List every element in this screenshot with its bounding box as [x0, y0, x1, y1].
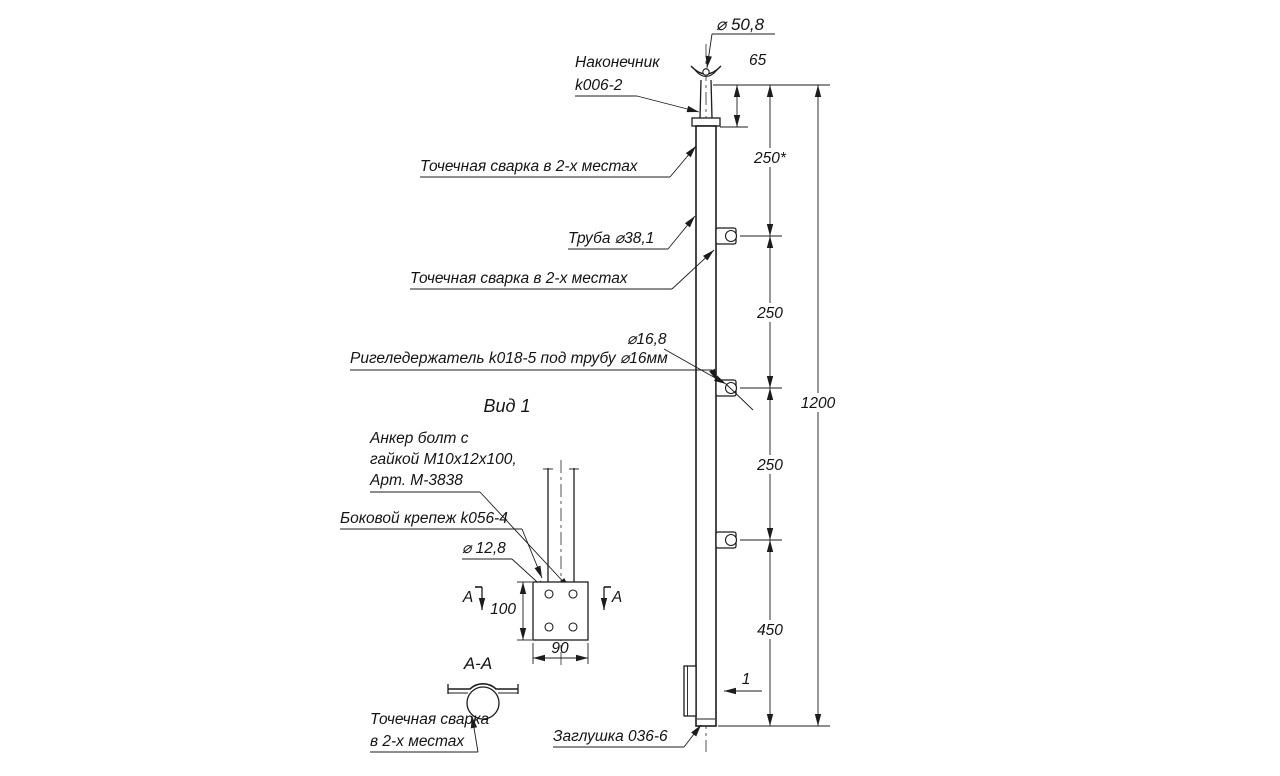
- dim-text-100: 100: [490, 601, 516, 618]
- dim-text-65: 65: [749, 52, 767, 69]
- plate-hole-tr: [568, 589, 578, 599]
- leader-weld-section: [470, 715, 479, 753]
- leader-side-fastener: [521, 528, 543, 579]
- view1-title: Вид 1: [484, 396, 531, 416]
- dim-label-bg: [752, 620, 788, 639]
- label-end-plug: Заглушка 036-6: [553, 728, 668, 745]
- view1-mount-plate: [532, 581, 589, 641]
- dim-text-250star: 250*: [753, 150, 787, 167]
- holder-hole: [724, 229, 738, 243]
- dim-text-1200: 1200: [801, 395, 836, 412]
- leader-holder: [709, 368, 718, 382]
- dim-text-250b: 250: [756, 457, 783, 474]
- leader-weld-mid: [671, 249, 715, 290]
- finial-saddle-inner: [694, 69, 718, 78]
- finial-stem: [699, 79, 713, 119]
- label-weld-section-line1: Точечная сварка: [370, 711, 489, 728]
- leader-dia-holder-ext: [725, 383, 754, 411]
- label-tube: Труба ⌀38,1: [568, 230, 654, 247]
- leader-weld-top: [669, 145, 697, 178]
- label-anchor-line1: Анкер болт с: [369, 430, 469, 447]
- leader-cap: [636, 95, 700, 113]
- dim-text-250a: 250: [756, 305, 783, 322]
- plate-hole-bl: [544, 622, 554, 632]
- side-fastener-channel: [683, 665, 697, 717]
- dim-label-bg: [752, 303, 788, 322]
- dim-label-bg: [796, 393, 840, 412]
- section-tube-circle: [466, 686, 500, 720]
- dim-text-450: 450: [757, 622, 783, 639]
- label-dia-holder: ⌀16,8: [627, 331, 667, 348]
- section-title: А-А: [463, 654, 492, 673]
- label-dia-hole: ⌀ 12,8: [462, 540, 506, 557]
- leader-dia-cap: [705, 33, 713, 69]
- section-mark-left-letter: A: [462, 589, 473, 606]
- label-cap-line2: k006-2: [575, 77, 623, 94]
- label-anchor-line3: Арт. М-3838: [369, 472, 463, 489]
- crossbar-holder-3: [715, 531, 738, 549]
- finial-collar: [691, 117, 721, 127]
- plate-hole-br: [568, 622, 578, 632]
- section-mark-right-letter: A: [611, 589, 622, 606]
- holder-hole: [724, 533, 738, 547]
- post-tube: [695, 125, 717, 727]
- section-clamp: [448, 683, 518, 690]
- leader-end-plug: [683, 724, 702, 748]
- crossbar-holder-2: [715, 379, 738, 397]
- leader-tube: [667, 215, 696, 250]
- holder-hole: [724, 381, 738, 395]
- plate-hole-tl: [544, 589, 554, 599]
- label-anchor-line2: гайкой М10х12х100,: [370, 451, 517, 468]
- crossbar-holder-1: [715, 227, 738, 245]
- label-dia-cap: ⌀ 50,8: [716, 15, 765, 34]
- label-weld-section-line2: в 2-х местах: [370, 733, 465, 750]
- label-weld-top: Точечная сварка в 2-х местах: [420, 158, 639, 175]
- label-holder: Ригеледержатель k018-5 под трубу ⌀16мм: [350, 350, 668, 367]
- label-cap-line1: Наконечник: [575, 54, 660, 71]
- view-direction-label: 1: [742, 671, 751, 688]
- dim-text-90: 90: [551, 640, 569, 657]
- dim-label-bg: [752, 455, 788, 474]
- finial-ball: [702, 68, 710, 76]
- dim-label-bg: [748, 148, 792, 167]
- leader-anchor: [479, 491, 571, 590]
- label-side-fastener: Боковой крепеж k056-4: [340, 510, 508, 527]
- label-weld-mid: Точечная сварка в 2-х местах: [410, 270, 629, 287]
